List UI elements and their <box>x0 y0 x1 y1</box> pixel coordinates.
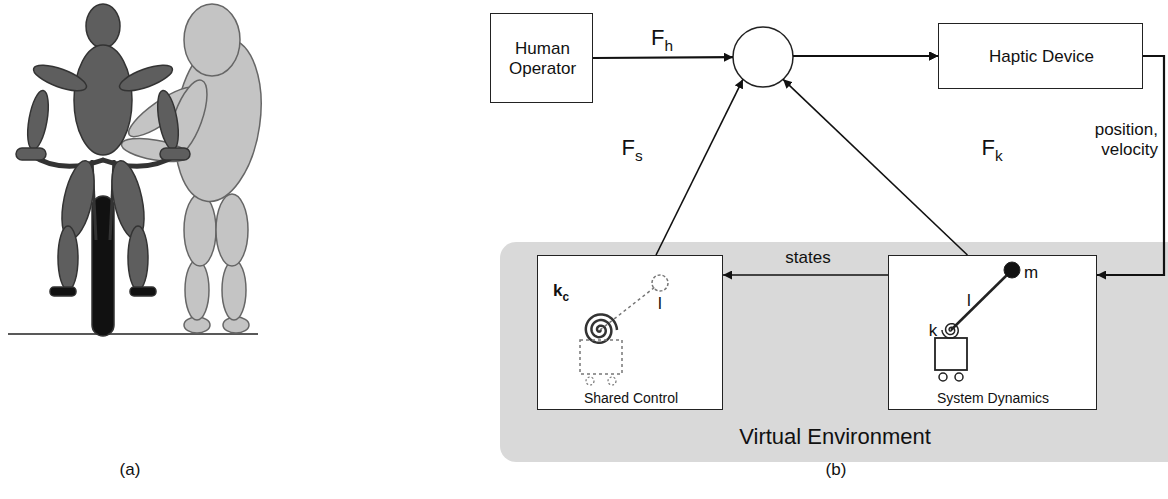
operator-box: Human Operator <box>490 13 593 103</box>
box-title: Virtual Environment <box>739 424 931 449</box>
connector-segment <box>793 55 938 57</box>
signal-arrow <box>783 56 967 255</box>
signal-arrow <box>656 56 938 255</box>
signal-label: states <box>785 248 830 268</box>
connector-segment <box>593 56 733 59</box>
signal-label: Fs <box>621 135 642 164</box>
connector-segment <box>1097 56 1164 275</box>
box-title: System Dynamics <box>937 390 1049 406</box>
spring-icon <box>580 275 668 385</box>
signal-arrow <box>1097 56 1164 275</box>
symbol-label: l <box>967 291 971 311</box>
child-figure <box>16 4 190 336</box>
pendulum-cart-icon <box>935 262 1020 381</box>
panel-label: (b) <box>826 460 847 480</box>
ground-line <box>8 333 258 335</box>
signal-label: position, velocity <box>1078 120 1158 159</box>
box-title: Human Operator <box>500 39 586 78</box>
connector-segment <box>793 55 938 57</box>
device-box: Haptic Device <box>938 23 1143 89</box>
connector-segment <box>723 274 888 276</box>
symbol-label: l <box>658 294 662 314</box>
connector-segment <box>656 79 743 255</box>
signal-arrow <box>593 56 938 58</box>
symbol-label: kc <box>553 281 569 304</box>
panel-label: (a) <box>120 460 141 480</box>
shared-control-box: kc lShared Control <box>537 255 723 410</box>
signal-label: Fk <box>981 135 1002 164</box>
symbol-label: m <box>1024 263 1038 283</box>
system-dynamics-box: m k lSystem Dynamics <box>888 255 1097 410</box>
box-title: Haptic Device <box>989 47 1094 67</box>
summing-junction <box>733 27 793 87</box>
connector-segment <box>793 55 938 57</box>
environment-band: Virtual Environment kc lShared Control m k lS… <box>500 242 1168 462</box>
signal-arrow <box>723 275 888 276</box>
connector-segment <box>783 79 967 255</box>
box-title: Shared Control <box>584 390 678 406</box>
signal-label: Fh <box>651 25 673 54</box>
symbol-label: k <box>929 321 938 341</box>
